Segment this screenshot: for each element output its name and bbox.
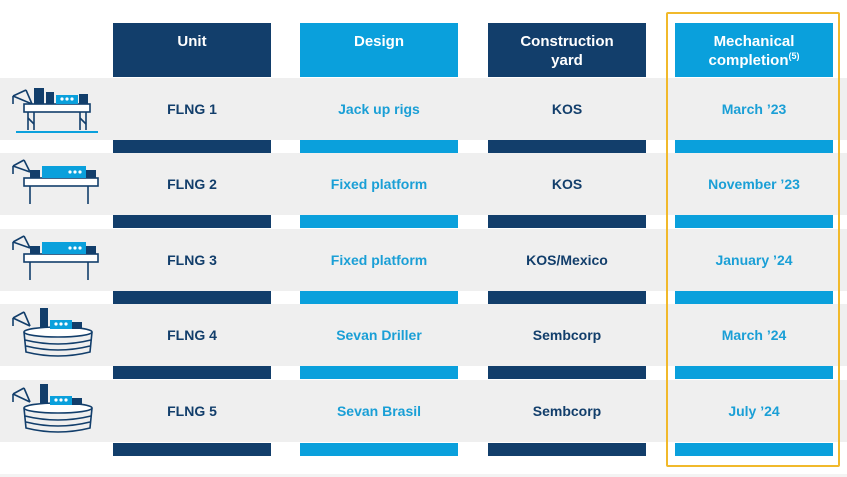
jack-up-rig-icon — [12, 88, 98, 133]
header-construction-yard: Construction yard — [488, 23, 646, 77]
header-design: Design — [300, 23, 458, 77]
yard-cell: KOS — [551, 176, 583, 192]
completion-cell: March ’23 — [721, 101, 787, 117]
design-cell: Jack up rigs — [338, 101, 420, 117]
row-background — [0, 153, 847, 215]
fixed-platform-icon — [12, 235, 99, 280]
row-background — [0, 304, 847, 366]
row-background — [0, 380, 847, 442]
completion-cell: March ’24 — [721, 327, 787, 343]
yard-cell: Sembcorp — [532, 403, 602, 419]
header-mechanical-completion-line2: completion — [708, 52, 789, 69]
cylindrical-floater-icon — [12, 384, 93, 433]
yard-cell: KOS — [551, 101, 583, 117]
completion-cell: July ’24 — [728, 403, 780, 419]
design-cell: Sevan Driller — [336, 327, 422, 343]
cylindrical-floater-icon — [12, 308, 93, 357]
yard-cell: Sembcorp — [532, 327, 602, 343]
header-mechanical-completion: Mechanical completion(5) — [675, 23, 833, 77]
header-construction-yard-line1: Construction — [520, 33, 614, 50]
bottom-divider — [0, 474, 847, 477]
unit-cell: FLNG 1 — [167, 101, 217, 117]
row-background — [0, 229, 847, 291]
yard-cell: KOS/Mexico — [526, 252, 608, 268]
header-unit: Unit — [113, 23, 271, 77]
design-cell: Sevan Brasil — [336, 403, 422, 419]
header-mechanical-completion-line1: Mechanical — [713, 33, 795, 50]
design-cell: Fixed platform — [330, 252, 428, 268]
row-background — [0, 78, 847, 140]
header-construction-yard-line2: yard — [551, 52, 583, 69]
fixed-platform-icon — [12, 159, 99, 204]
completion-cell: January ’24 — [715, 252, 793, 268]
completion-cell: November ’23 — [708, 176, 800, 192]
header-unit-label: Unit — [177, 33, 207, 50]
design-cell: Fixed platform — [330, 176, 428, 192]
footnote-marker: (5) — [788, 51, 800, 61]
unit-cell: FLNG 4 — [167, 327, 217, 343]
unit-cell: FLNG 2 — [167, 176, 217, 192]
header-design-label: Design — [353, 33, 404, 50]
unit-cell: FLNG 3 — [167, 252, 217, 268]
unit-cell: FLNG 5 — [167, 403, 217, 419]
